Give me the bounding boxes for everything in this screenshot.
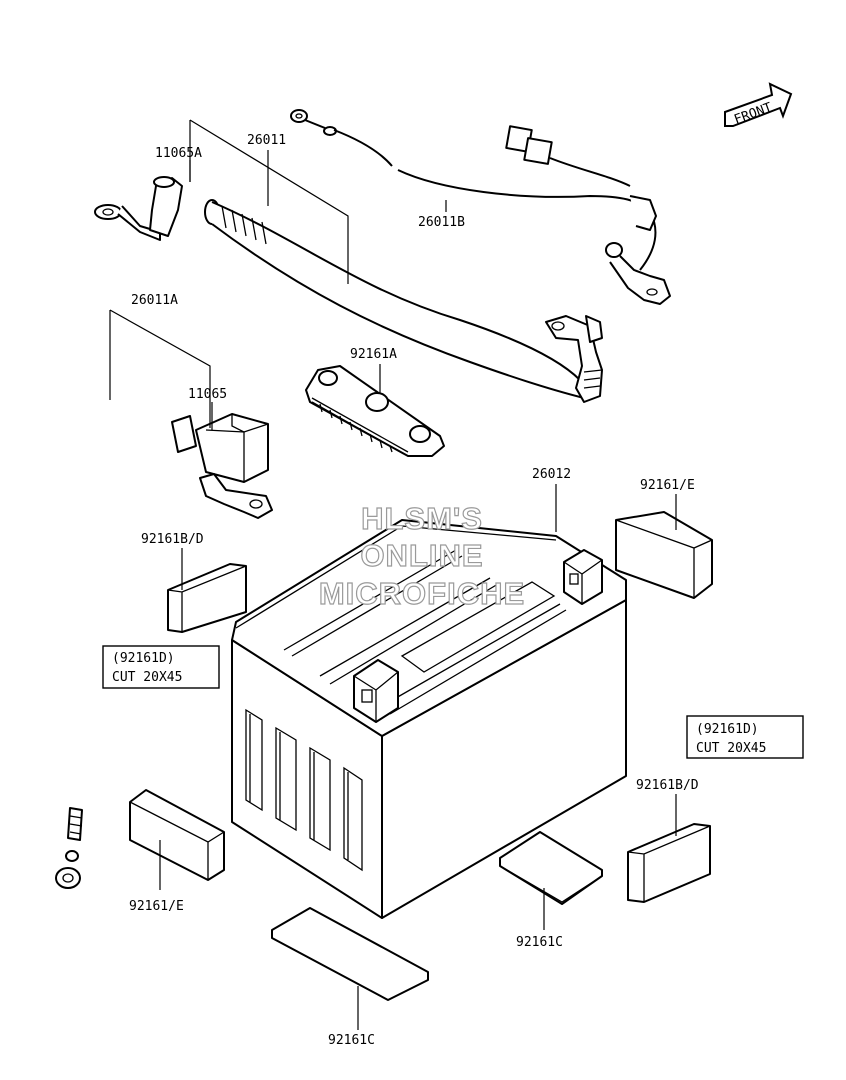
pad-92161E-top	[615, 511, 713, 599]
battery-26012	[231, 519, 627, 919]
label-26011: 26011	[247, 133, 286, 148]
plate-92161A	[305, 365, 445, 457]
label-26012: 26012	[532, 467, 571, 482]
note-box-left: (92161D) CUT 20X45	[102, 645, 220, 689]
cable-26011	[94, 176, 603, 403]
label-92161E-top: 92161/E	[640, 478, 695, 493]
watermark-line-3: MICROFICHE	[319, 576, 525, 611]
watermark-line-2: ONLINE	[360, 538, 483, 573]
label-11065: 11065	[188, 387, 227, 402]
label-92161E-bottom: 92161/E	[129, 899, 184, 914]
label-11065A: 11065A	[155, 146, 202, 161]
cable-26011A	[55, 403, 273, 889]
watermark: HLSM'S ONLINE MICROFICHE	[318, 500, 525, 611]
pad-92161BD-left	[167, 563, 247, 633]
front-arrow-icon: FRONT	[724, 82, 793, 128]
pad-92161BD-right	[627, 823, 711, 903]
label-92161BD-right: 92161B/D	[636, 778, 699, 793]
note-box-right: (92161D) CUT 20X45	[686, 715, 804, 759]
sheet-92161C-bottom	[271, 907, 429, 1001]
pad-92161E-bottom	[129, 789, 225, 881]
label-92161BD-left: 92161B/D	[141, 532, 204, 547]
note-right-line-2: CUT 20X45	[696, 741, 766, 756]
label-26011A: 26011A	[131, 293, 178, 308]
note-left-line-2: CUT 20X45	[112, 670, 182, 685]
note-left-line-1: (92161D)	[112, 651, 175, 666]
label-92161C-mid: 92161C	[516, 935, 563, 950]
leader-lines	[109, 119, 677, 1030]
label-92161A: 92161A	[350, 347, 397, 362]
part-labels: 26011 11065A 26011B 26011A 92161A 11065 …	[129, 133, 699, 1048]
watermark-line-1: HLSM'S	[361, 501, 483, 536]
cable-26011B	[290, 109, 671, 305]
label-26011B: 26011B	[418, 215, 465, 230]
sheet-92161C-mid	[499, 831, 603, 905]
note-right-line-1: (92161D)	[696, 722, 759, 737]
label-92161C-bottom: 92161C	[328, 1033, 375, 1048]
